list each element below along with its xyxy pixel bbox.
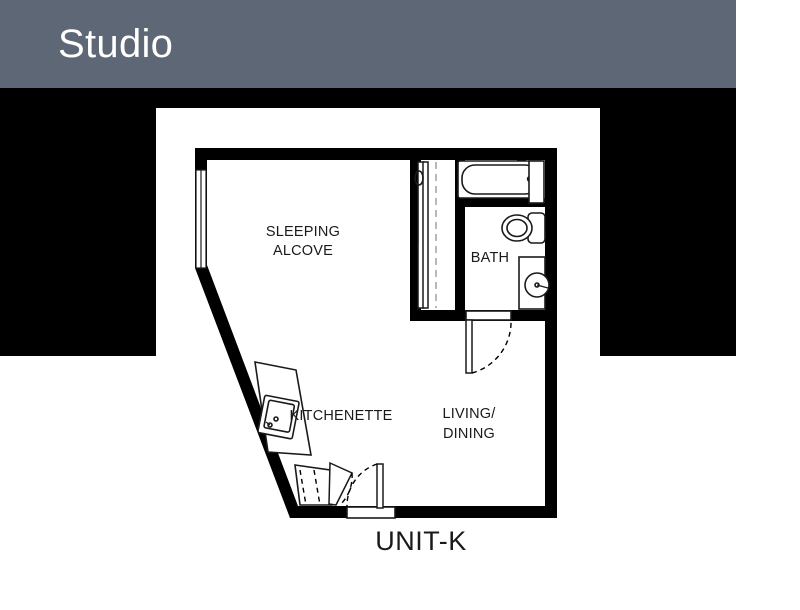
vanity-faucet-icon — [536, 284, 549, 289]
black-panel-left — [0, 108, 156, 356]
black-band-top — [0, 88, 736, 108]
pantry-door-swing-arc — [339, 472, 353, 506]
pantry-door-leaf — [328, 461, 354, 506]
entry-door-leaf — [376, 463, 384, 509]
page-title: Studio — [58, 22, 174, 66]
pantry-door-swing-dashes-2 — [313, 469, 321, 506]
interior-wall-tub-bottom — [455, 198, 545, 207]
pantry-door-swing-dashes — [299, 469, 307, 506]
room-label-sleeping-line1: SLEEPING — [266, 224, 340, 240]
kitchen-sink-basin — [263, 399, 296, 433]
room-label-living-line2: DINING — [443, 426, 495, 442]
linen-closet — [528, 160, 545, 204]
entry-door-swing-arc — [346, 463, 378, 508]
kitchen-sink-drain-icon — [273, 416, 279, 422]
entry-door-threshold — [346, 506, 396, 519]
room-label-sleeping-line2: ALCOVE — [273, 243, 333, 259]
interior-wall-closet-left — [410, 148, 421, 320]
black-panel-right — [600, 108, 736, 356]
bath-door-leaf — [465, 319, 473, 374]
room-label-kitchenette: KITCHENETTE — [290, 408, 393, 424]
bathtub-basin — [461, 164, 539, 195]
unit-label: UNIT-K — [375, 526, 467, 556]
room-label-bath: BATH — [471, 250, 509, 266]
header-bar: Studio — [0, 0, 736, 88]
toilet-seat-icon — [506, 218, 528, 238]
kitchen-faucet-icon — [267, 422, 273, 428]
room-label-living-line1: LIVING/ — [443, 406, 497, 422]
bath-door-threshold — [465, 310, 512, 321]
interior-wall-bath-left — [455, 160, 465, 320]
bath-door-swing-arc — [471, 319, 512, 374]
closet-door-pull-icon — [414, 170, 424, 186]
closet-sliding-door-panel — [422, 161, 429, 309]
kitchen-faucet-stem — [265, 421, 271, 426]
